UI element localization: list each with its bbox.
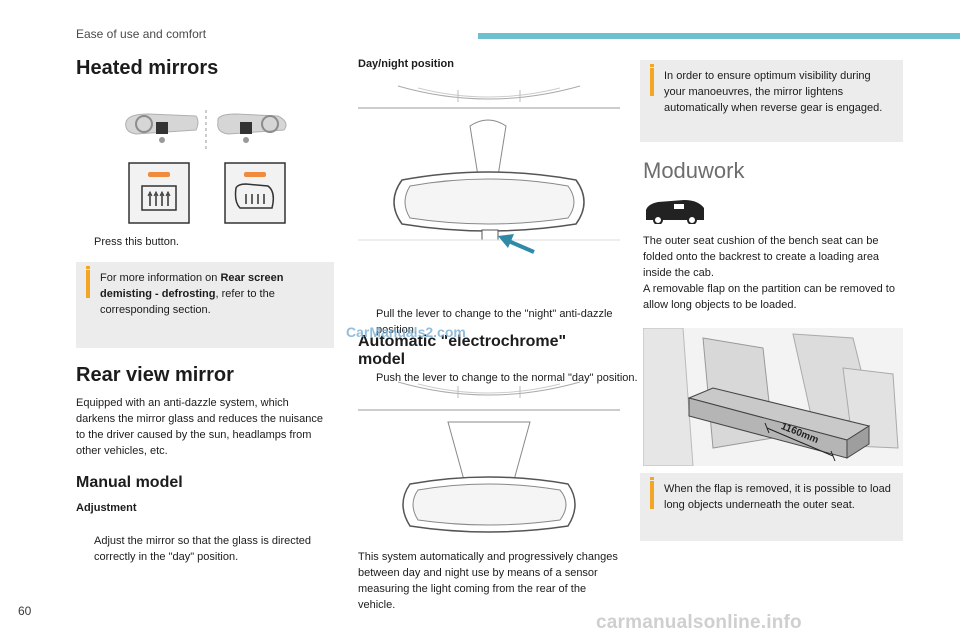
info-text: In order to ensure optimum visibility du… bbox=[664, 70, 883, 114]
adjustment-label: Adjustment bbox=[76, 502, 137, 514]
mirror-demist-button-icon[interactable] bbox=[224, 162, 286, 224]
electrochrome-mirror-illustration bbox=[358, 381, 620, 533]
info-box-rear-demist: For more information on Rear screen demi… bbox=[76, 262, 334, 348]
heated-mirrors-title: Heated mirrors bbox=[76, 57, 219, 79]
van-icon bbox=[646, 200, 704, 224]
manual-model-title: Manual model bbox=[76, 474, 183, 491]
header-accent-bar bbox=[478, 33, 960, 39]
info-icon bbox=[86, 266, 90, 298]
pull-lever-bullet: Pull the lever to change to the "night" … bbox=[376, 308, 613, 336]
rear-demist-button-icon[interactable] bbox=[128, 162, 190, 224]
moduwork-text-1: The outer seat cushion of the bench seat… bbox=[643, 235, 880, 279]
electrochrome-description: This system automatically and progressiv… bbox=[358, 551, 618, 611]
info-link-text: Rear screen demisting - defrosting bbox=[100, 272, 284, 300]
section-header: Ease of use and comfort bbox=[76, 27, 207, 41]
page-number: 60 bbox=[18, 604, 32, 618]
info-icon bbox=[650, 64, 654, 96]
moduwork-load-illustration: 1160mm bbox=[643, 328, 903, 466]
automatic-electrochrome-title: Automatic "electrochrome" model bbox=[358, 333, 567, 368]
moduwork-text-2: A removable flap on the partition can be… bbox=[643, 283, 895, 311]
day-night-mirror-illustration bbox=[358, 85, 620, 254]
info-box-long-objects: When the flap is removed, it is possible… bbox=[640, 473, 903, 541]
mirror-illustration bbox=[125, 110, 287, 152]
adjust-bullet: Adjust the mirror so that the glass is d… bbox=[94, 535, 312, 563]
rear-view-mirror-text: Equipped with an anti-dazzle system, whi… bbox=[76, 397, 324, 457]
info-text: For more information on Rear screen demi… bbox=[100, 272, 284, 316]
day-night-label: Day/night position bbox=[358, 58, 454, 70]
info-box-reverse-gear: In order to ensure optimum visibility du… bbox=[640, 60, 903, 142]
carmanuals-watermark: CarManuals2.com bbox=[346, 324, 466, 340]
push-lever-bullet: Push the lever to change to the normal "… bbox=[376, 372, 638, 384]
press-button-bullet: Press this button. bbox=[94, 236, 179, 248]
rear-view-mirror-title: Rear view mirror bbox=[76, 364, 234, 386]
footer-watermark: carmanualsonline.info bbox=[596, 612, 802, 633]
info-icon bbox=[650, 477, 654, 509]
info-text: When the flap is removed, it is possible… bbox=[664, 483, 891, 511]
moduwork-title: Moduwork bbox=[643, 158, 745, 183]
